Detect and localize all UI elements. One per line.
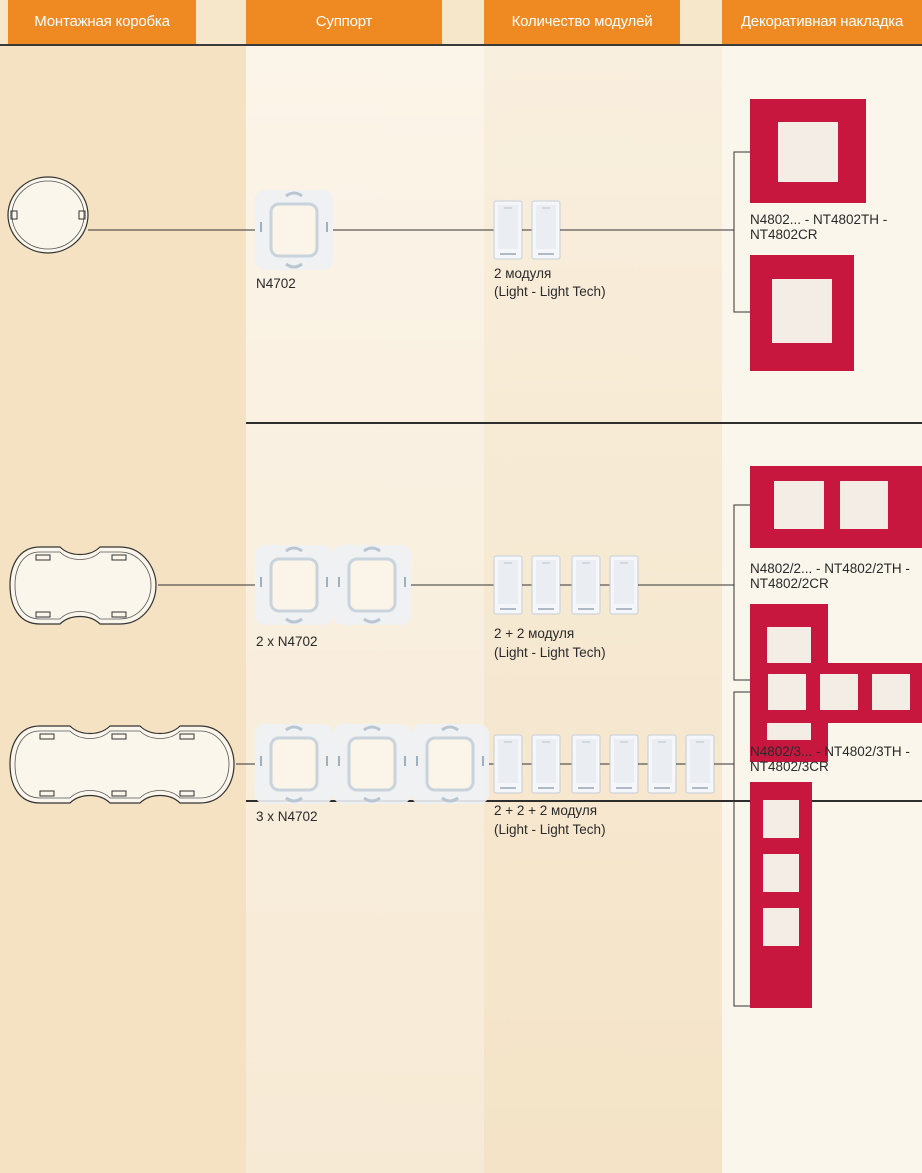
plate-sublabel: NT4802/2CR [750, 576, 829, 591]
mounting-box-single [7, 176, 89, 254]
plate-label: N4802/2... - NT4802/2TH - [750, 561, 910, 576]
header-box: Монтажная коробка [8, 0, 196, 44]
support-label: 2 x N4702 [256, 634, 318, 649]
header-plate: Декоративная накладка [722, 0, 922, 44]
support-frame-1 [253, 188, 335, 272]
modules-sublabel: (Light - Light Tech) [494, 822, 606, 837]
modules-label: 2 модуля [494, 266, 552, 281]
support-label: 3 x N4702 [256, 809, 318, 824]
header-modules: Количество модулей [484, 0, 680, 44]
header-support: Суппорт [246, 0, 442, 44]
modules-label: 2 + 2 модуля [494, 626, 575, 641]
mounting-box-double [9, 546, 157, 625]
header-rule [0, 44, 922, 46]
column-modules-bg [484, 45, 722, 1173]
plate-sublabel: NT4802CR [750, 227, 818, 242]
plate-sublabel: NT4802/3CR [750, 759, 829, 774]
modules-sublabel: (Light - Light Tech) [494, 284, 606, 299]
support-label: N4702 [256, 276, 296, 291]
modules-sublabel: (Light - Light Tech) [494, 645, 606, 660]
modules-label: 2 + 2 + 2 модуля [494, 803, 598, 818]
plate-label: N4802... - NT4802TH - [750, 212, 888, 227]
plate-label: N4802/3... - NT4802/3TH - [750, 744, 910, 759]
mounting-box-triple [9, 725, 235, 804]
row-separator [246, 422, 922, 424]
row-separator [246, 800, 922, 802]
